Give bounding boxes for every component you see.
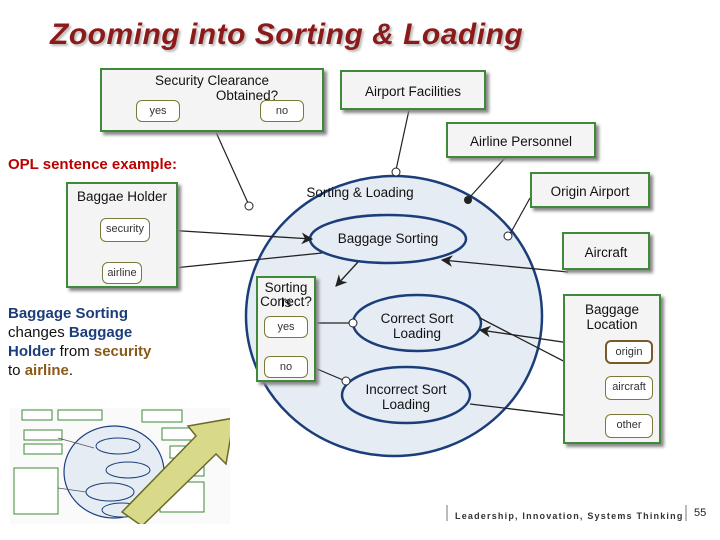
airport-facilities-object[interactable]: Airport Facilities xyxy=(340,70,486,110)
security-clearance-object[interactable]: Security Clearance Obtained? yes no xyxy=(100,68,324,132)
airline-personnel-label: Airline Personnel xyxy=(469,134,573,149)
baggage-location-label-1: Baggage xyxy=(584,302,640,317)
correct-sort-label-1: Correct Sort xyxy=(380,311,454,326)
location-state-aircraft[interactable]: aircraft xyxy=(605,376,653,400)
arrow-sorting-to-correct xyxy=(335,261,359,287)
sorting-loading-label: Sorting & Loading xyxy=(306,185,414,200)
link-security-clearance xyxy=(214,129,249,204)
page-number: 55 xyxy=(694,507,707,519)
baggage-holder-object[interactable]: Baggae Holder security airline xyxy=(66,182,178,288)
security-clearance-label-2: Obtained? xyxy=(215,88,279,103)
baggage-holder-label: Baggae Holder xyxy=(76,189,168,204)
origin-airport-label: Origin Airport xyxy=(550,184,630,199)
slide-title: Zooming into Sorting & Loading xyxy=(50,18,524,51)
clearance-state-no[interactable]: no xyxy=(260,100,304,122)
sorting-state-yes[interactable]: yes xyxy=(264,316,308,338)
opl-period: . xyxy=(68,362,74,379)
sorting-correct-label-2: Correct? xyxy=(260,294,312,309)
arrow-aircraft-to-sorting xyxy=(440,255,569,273)
opl-text-changes: changes xyxy=(8,324,69,341)
location-state-origin[interactable]: origin xyxy=(605,340,653,364)
clearance-state-yes[interactable]: yes xyxy=(136,100,180,122)
holder-state-security[interactable]: security xyxy=(100,218,150,242)
sorting-correct-label-1: Sorting Is xyxy=(264,280,308,310)
aircraft-label: Aircraft xyxy=(584,245,628,260)
link-origin-airport xyxy=(509,197,531,235)
link-airline-personnel xyxy=(469,157,506,198)
footer-tagline: Leadership, Innovation, Systems Thinking xyxy=(455,511,684,521)
overview-thumbnail xyxy=(10,408,235,527)
baggage-location-label-2: Location xyxy=(586,317,638,332)
sorting-state-no[interactable]: no xyxy=(264,356,308,378)
opl-process-name: Baggage Sorting xyxy=(8,305,129,322)
opl-heading: OPL sentence example: xyxy=(6,156,179,173)
opl-state-to: airline xyxy=(24,362,69,379)
holder-state-airline[interactable]: airline xyxy=(102,262,142,284)
sorting-is-correct-object[interactable]: Sorting Is Correct? yes no xyxy=(256,276,316,382)
opl-text-to: to xyxy=(8,362,25,379)
incorrect-sort-label-1: Incorrect Sort xyxy=(365,382,447,397)
aircraft-object[interactable]: Aircraft xyxy=(562,232,650,270)
security-clearance-label-1: Security Clearance xyxy=(154,73,270,88)
baggage-sorting-label: Baggage Sorting xyxy=(337,231,439,246)
incorrect-sort-loading-process[interactable] xyxy=(340,365,472,425)
baggage-location-object[interactable]: Baggage Location origin aircraft other xyxy=(563,294,661,444)
opl-sentence: Baggage Sorting changes Baggage Holder f… xyxy=(4,302,172,382)
correct-sort-label-2: Loading xyxy=(392,326,442,341)
opl-state-from: security xyxy=(93,343,152,360)
origin-airport-object[interactable]: Origin Airport xyxy=(530,172,650,208)
opl-text-from: from xyxy=(55,343,94,360)
opl-object-name: Baggage Holder xyxy=(8,324,133,360)
incorrect-sort-label-2: Loading xyxy=(381,397,431,412)
link-airport-facilities xyxy=(395,109,410,171)
airline-personnel-object[interactable]: Airline Personnel xyxy=(446,122,596,158)
airport-facilities-label: Airport Facilities xyxy=(364,84,462,99)
overview-diagram-thumbnail xyxy=(13,409,235,527)
location-state-other[interactable]: other xyxy=(605,414,653,438)
